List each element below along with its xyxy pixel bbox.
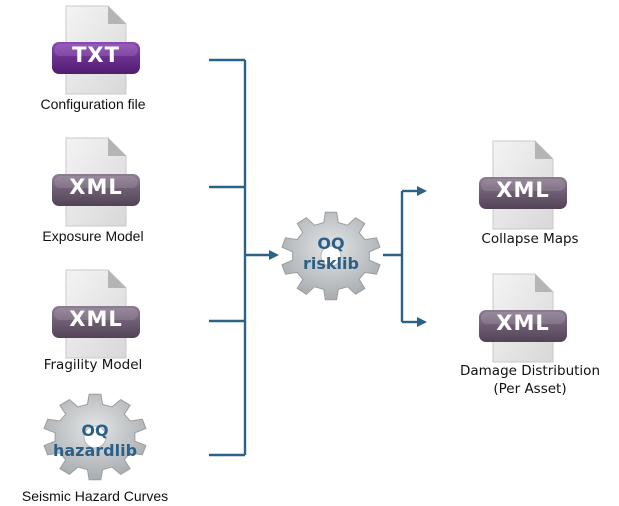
xml-file-icon (479, 273, 567, 363)
risklib-gear-line2: risklib (303, 253, 359, 273)
risklib-gear-icon (281, 211, 381, 301)
xml-badge-label: XML (69, 175, 123, 199)
per-asset-label: (Per Asset) (493, 381, 567, 397)
txt-file-icon (52, 5, 140, 95)
xml-badge-label: XML (496, 178, 550, 202)
xml-badge-label: XML (69, 307, 123, 331)
xml-file-icon (52, 137, 140, 227)
xml-file-icon (479, 140, 567, 230)
fragility-model-label: Fragility Model (43, 357, 143, 373)
hazardlib-gear-line1: OQ (81, 421, 109, 440)
hazardlib-gear-icon (43, 393, 147, 481)
xml-badge-label: XML (496, 311, 550, 335)
xml-file-icon (52, 269, 140, 359)
damage-distribution-label: Damage Distribution (459, 363, 601, 379)
hazardlib-gear-label: OQ hazardlib (50, 421, 140, 460)
hazardlib-gear-line2: hazardlib (52, 440, 138, 460)
risklib-gear-label: OQ risklib (290, 234, 372, 273)
seismic-hazard-curves-label: Seismic Hazard Curves (21, 488, 169, 504)
risklib-gear-line1: OQ (317, 234, 345, 253)
txt-badge-label: TXT (72, 43, 120, 67)
exposure-model-label: Exposure Model (42, 228, 144, 244)
collapse-maps-label: Collapse Maps (481, 231, 579, 247)
configuration-file-label: Configuration file (40, 96, 146, 112)
